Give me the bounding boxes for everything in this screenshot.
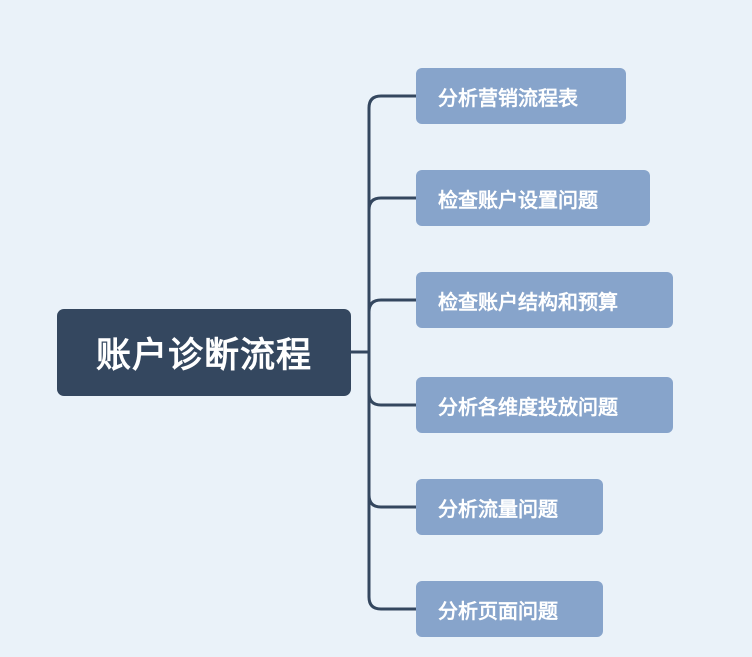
connector-spine (367, 94, 416, 611)
connector-branch-4 (367, 392, 416, 407)
branch-node-label: 分析页面问题 (438, 598, 558, 623)
branch-node-label: 检查账户结构和预算 (438, 289, 618, 314)
branch-node-label: 分析各维度投放问题 (438, 394, 618, 419)
connector-branch-3 (367, 298, 416, 313)
branch-node-1[interactable]: 分析营销流程表 (416, 68, 626, 124)
branch-node-2[interactable]: 检查账户设置问题 (416, 170, 650, 226)
branch-node-label: 分析营销流程表 (438, 85, 578, 110)
branch-node-3[interactable]: 检查账户结构和预算 (416, 272, 673, 328)
branch-node-6[interactable]: 分析页面问题 (416, 581, 603, 637)
connector-branch-5 (367, 494, 416, 509)
connector-branch-2 (367, 196, 416, 211)
branch-node-label: 分析流量问题 (438, 496, 558, 521)
root-node[interactable]: 账户诊断流程 (57, 309, 351, 396)
branch-node-5[interactable]: 分析流量问题 (416, 479, 603, 535)
branch-node-4[interactable]: 分析各维度投放问题 (416, 377, 673, 433)
branch-node-label: 检查账户设置问题 (438, 187, 598, 212)
root-node-label: 账户诊断流程 (95, 336, 312, 376)
